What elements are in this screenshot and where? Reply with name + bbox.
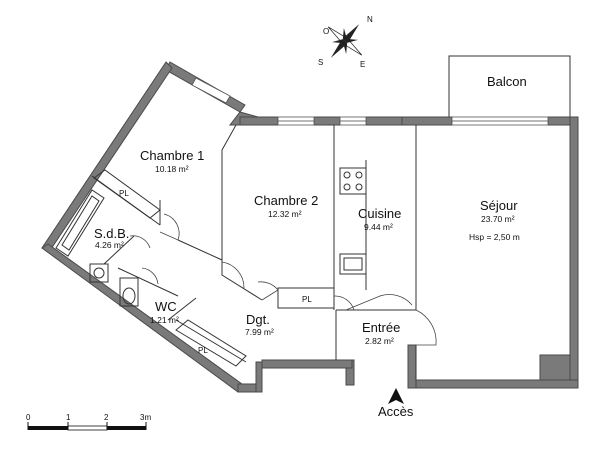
bathtub [55, 189, 105, 257]
closet-label: PL [302, 295, 312, 304]
chambre2-area: 12.32 m² [268, 209, 302, 219]
compass-north: N [367, 15, 373, 24]
sdb-name: S.d.B. [94, 226, 129, 241]
wc-area: 1.21 m² [150, 315, 179, 325]
sejour-name: Séjour [480, 198, 518, 213]
entree-name: Entrée [362, 320, 400, 335]
sdb-area: 4.26 m² [95, 240, 124, 250]
compass-rose: N E S O [318, 15, 373, 69]
balcony-name: Balcon [487, 74, 527, 89]
scale-label: 2 [104, 413, 109, 422]
scale-bar: 0 1 2 3m [26, 413, 151, 431]
toilet [119, 277, 139, 307]
closets: PL PL PL [93, 169, 335, 367]
room-labels: Balcon Chambre 1 10.18 m² Chambre 2 12.3… [94, 74, 527, 346]
entree-area: 2.82 m² [365, 336, 394, 346]
scale-label: 3m [140, 413, 151, 422]
compass-west: O [323, 27, 329, 36]
wc-name: WC [155, 299, 177, 314]
chambre1-area: 10.18 m² [155, 164, 189, 174]
balcony [448, 55, 571, 117]
compass-south: S [318, 58, 323, 67]
scale-label: 1 [66, 413, 71, 422]
scale-label: 0 [26, 413, 31, 422]
fixtures [55, 160, 367, 307]
bathroom-sink [89, 263, 109, 283]
closet-label: PL [119, 189, 129, 198]
windows [191, 77, 549, 126]
cuisine-name: Cuisine [358, 206, 401, 221]
access-label: Accès [378, 404, 414, 419]
cuisine-area: 9.44 m² [364, 222, 393, 232]
doors [129, 213, 437, 346]
dgt-name: Dgt. [246, 312, 270, 327]
sejour-area: 23.70 m² [481, 214, 515, 224]
chambre1-name: Chambre 1 [140, 148, 204, 163]
dgt-area: 7.99 m² [245, 327, 274, 337]
compass-east: E [360, 60, 365, 69]
chambre2-name: Chambre 2 [254, 193, 318, 208]
cooktop [339, 167, 367, 195]
sejour-ceiling-height: Hsp = 2,50 m [469, 232, 520, 242]
closet-label: PL [198, 346, 208, 355]
access-arrow [388, 388, 404, 404]
